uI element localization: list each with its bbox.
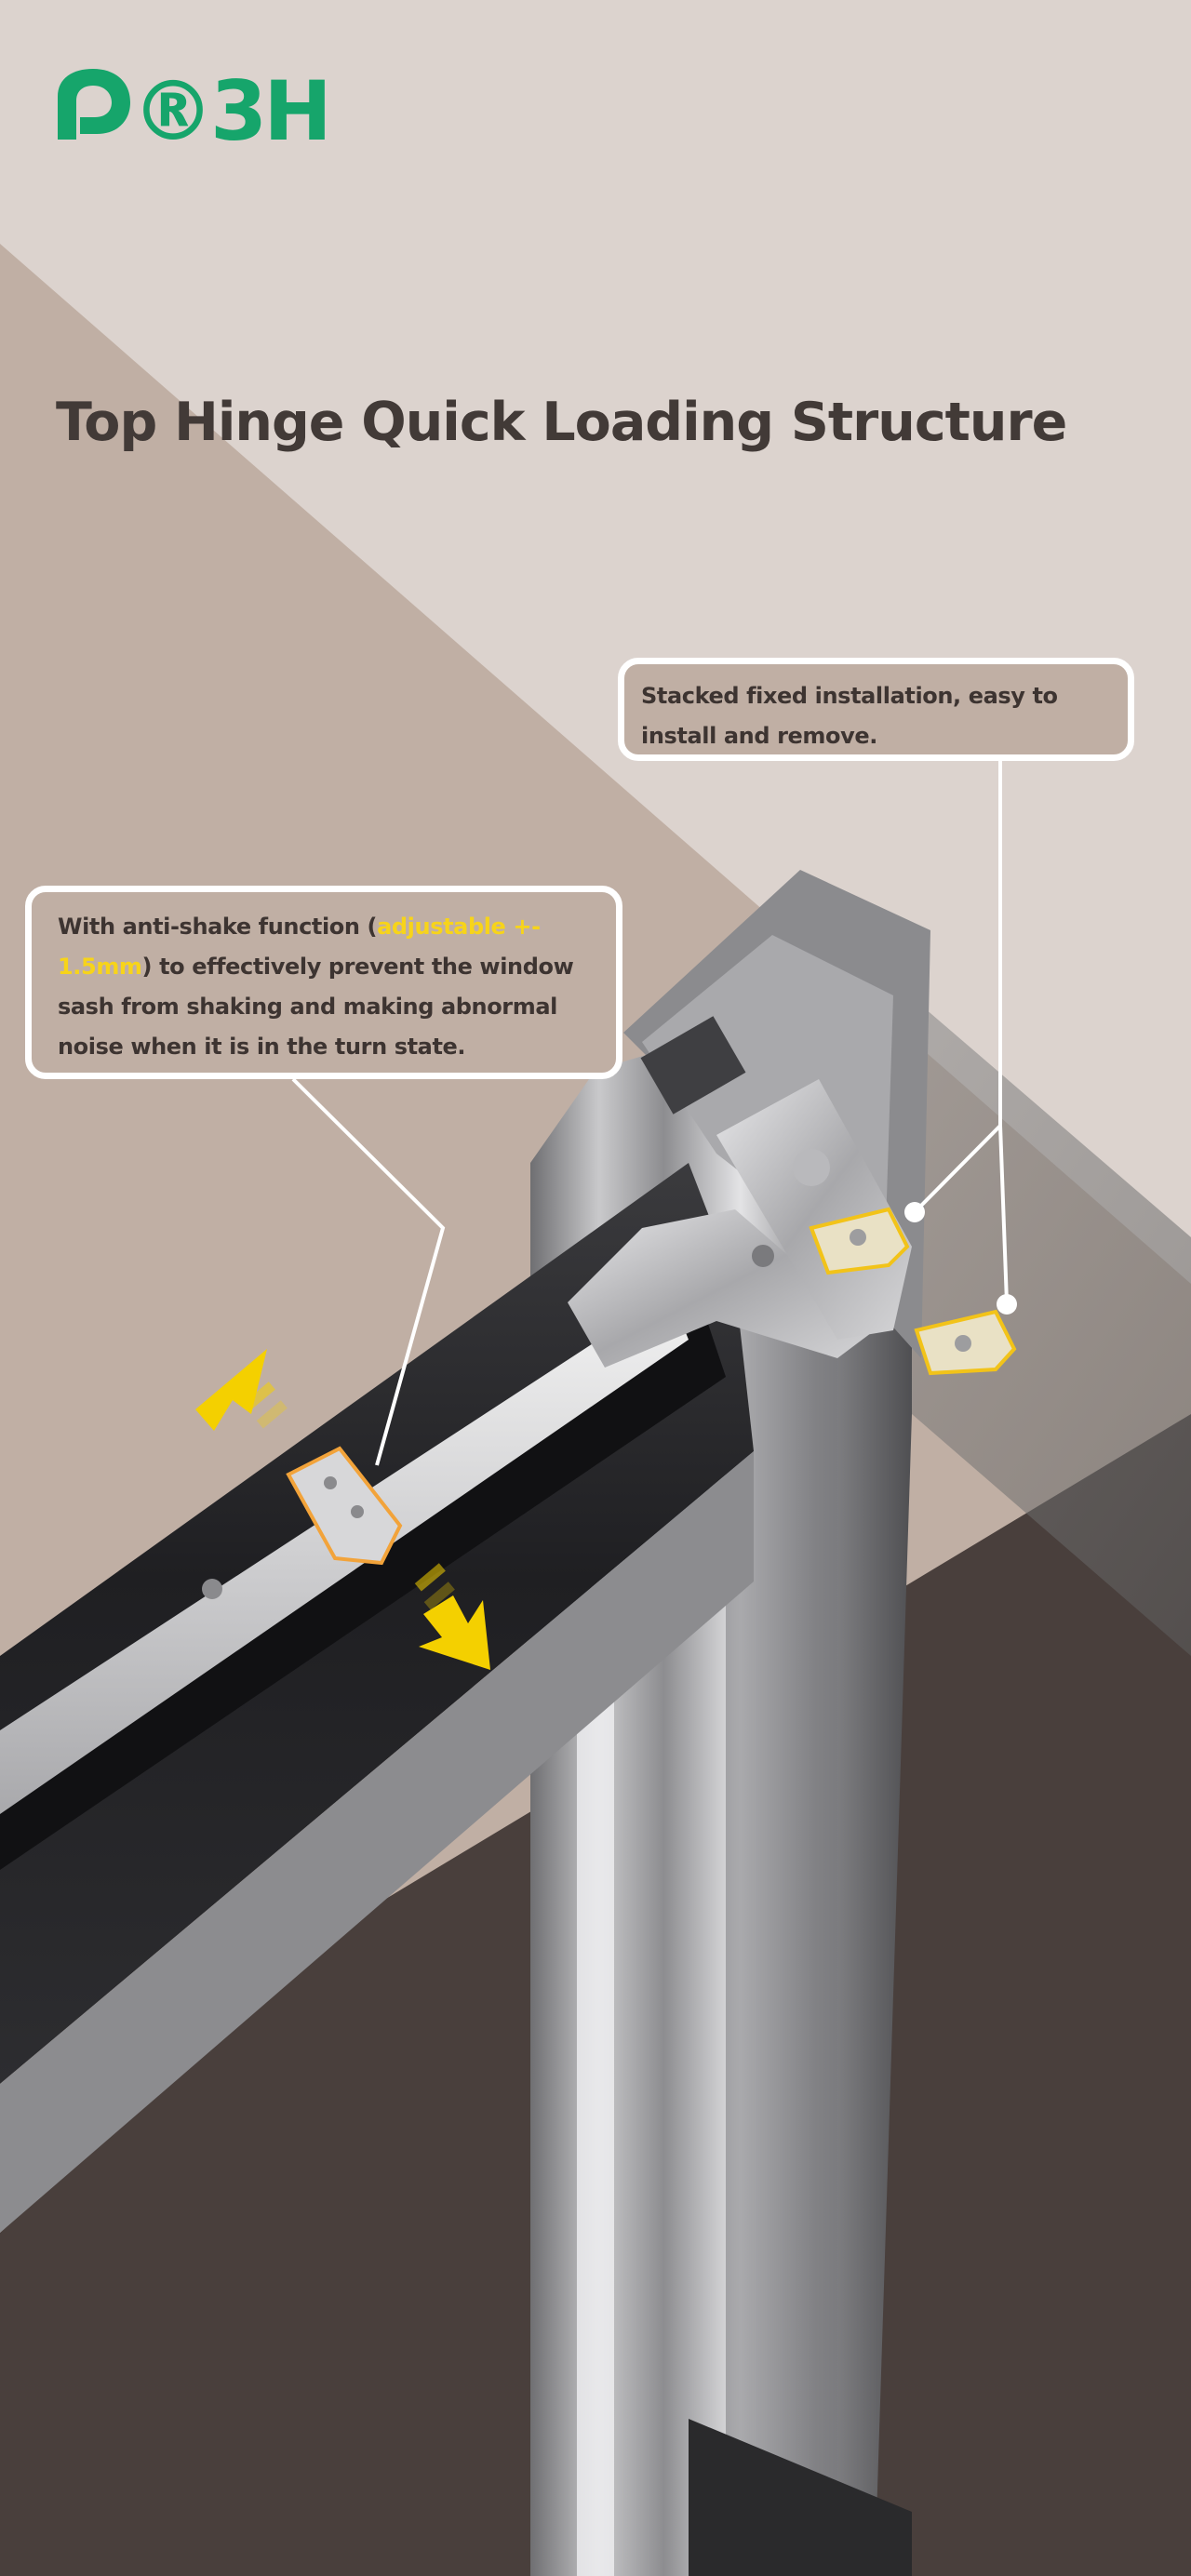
callout-anti-shake-text-before: With anti-shake function ( (58, 914, 378, 940)
callout-anti-shake-highlight: adjustable +- 1.5mm (58, 914, 541, 980)
hinge-arm (568, 1209, 875, 1368)
mount-plate-2-screw (955, 1335, 971, 1352)
anti-shake-block (286, 1446, 403, 1566)
strip-screw (202, 1579, 222, 1599)
brand-logo-text: ®3H (132, 63, 328, 154)
brand-logo: ®3H (58, 63, 331, 154)
frame-corner-dark (689, 2419, 912, 2576)
vertical-frame-shadow (726, 1284, 837, 2576)
connector-line-right-2 (998, 1125, 1009, 1303)
vertical-frame-highlight (577, 1628, 614, 2576)
connector-dot-1 (904, 1202, 925, 1222)
hinge-pivot (752, 1245, 774, 1267)
callout-anti-shake: With anti-shake function (adjustable +- … (25, 886, 622, 1079)
anti-shake-screw-1 (324, 1476, 337, 1489)
mount-plate-1-screw (850, 1229, 866, 1246)
arrow-icon (414, 1563, 490, 1670)
anti-shake-screw-2 (351, 1505, 364, 1518)
connector-line-left (291, 1077, 446, 1466)
logo-p-mark (58, 69, 130, 140)
hinge-bracket (716, 1079, 912, 1340)
sash-light-edge (0, 1451, 754, 2233)
callout-stacked-installation: Stacked fixed installation, easy to inst… (618, 658, 1134, 761)
sash-inner-channel (0, 1321, 726, 1870)
page-title: Top Hinge Quick Loading Structure (56, 392, 1067, 453)
connector-dot-2 (997, 1294, 1017, 1315)
hinge-pivot-upper (793, 1149, 830, 1186)
arrow-icon (195, 1349, 288, 1431)
top-profile-slot (640, 1016, 746, 1114)
background-dark-corner (0, 1935, 326, 2576)
callout-stacked-text: Stacked fixed installation, easy to inst… (641, 683, 1058, 749)
callout-anti-shake-text-after: ) to effectively prevent the window sash… (58, 954, 574, 1060)
